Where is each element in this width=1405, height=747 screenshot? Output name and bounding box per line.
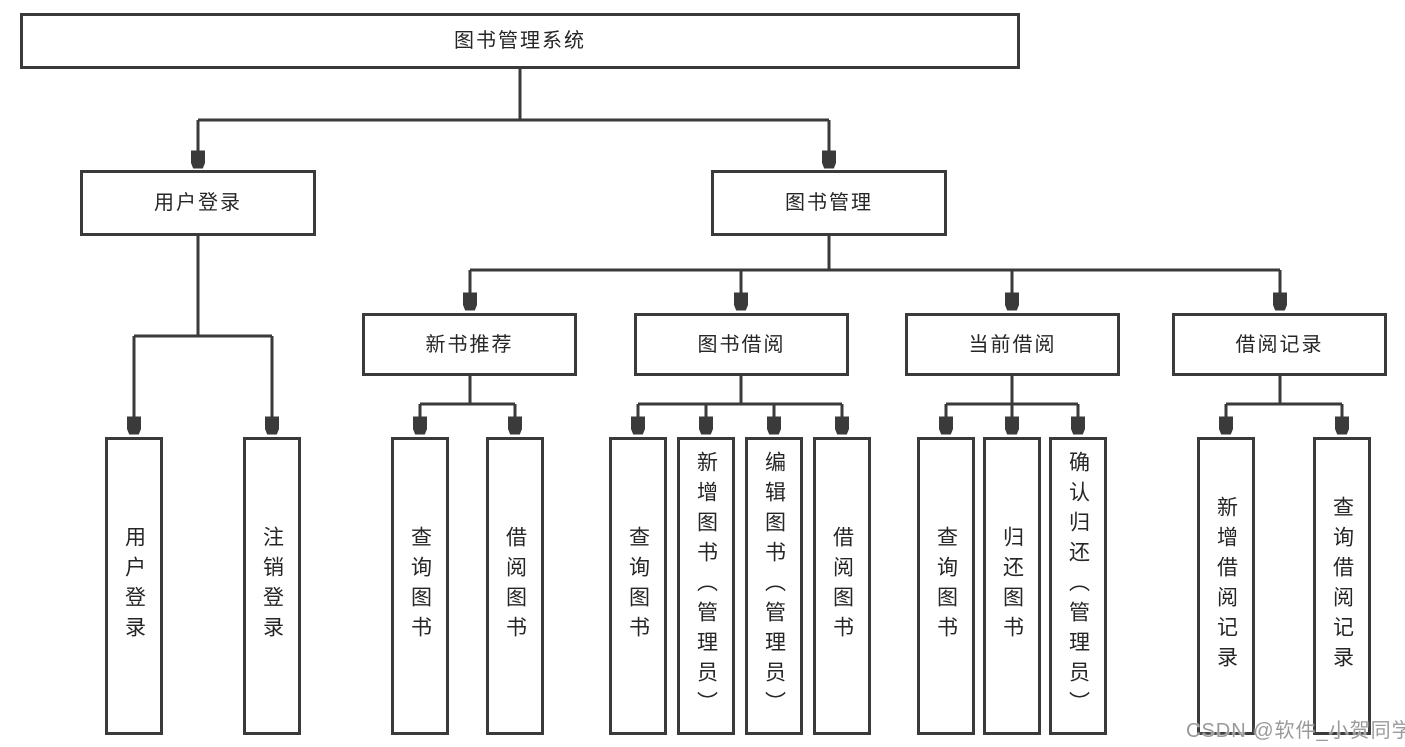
leaf-query-books-current: 查询图书 bbox=[917, 437, 975, 735]
connector-borrowing-records-children bbox=[1226, 376, 1342, 432]
leaf-label: 确认归还（管理员） bbox=[1066, 451, 1090, 721]
node-label: 当前借阅 bbox=[968, 333, 1057, 356]
node-current-borrowing: 当前借阅 bbox=[905, 313, 1120, 376]
leaf-label: 编辑图书（管理员） bbox=[762, 451, 786, 721]
leaf-label: 借阅图书 bbox=[830, 526, 854, 646]
leaf-query-books-newbook: 查询图书 bbox=[391, 437, 449, 735]
leaf-user-login: 用户登录 bbox=[105, 437, 163, 735]
leaf-query-books-borrowing: 查询图书 bbox=[609, 437, 667, 735]
connector-current-borrowing-children bbox=[946, 376, 1078, 432]
connector-new-book-children bbox=[420, 376, 515, 432]
leaf-label: 查询图书 bbox=[626, 526, 650, 646]
connector-user-login-children bbox=[134, 236, 272, 432]
leaf-add-book-admin: 新增图书（管理员） bbox=[677, 437, 735, 735]
leaf-label: 归还图书 bbox=[1000, 526, 1024, 646]
leaf-label: 查询图书 bbox=[934, 526, 958, 646]
node-new-book-recommend: 新书推荐 bbox=[362, 313, 577, 376]
leaf-confirm-return-admin: 确认归还（管理员） bbox=[1049, 437, 1107, 735]
leaf-label: 注销登录 bbox=[260, 526, 284, 646]
leaf-borrow-books-borrowing: 借阅图书 bbox=[813, 437, 871, 735]
leaf-label: 借阅图书 bbox=[503, 526, 527, 646]
leaf-label: 查询借阅记录 bbox=[1330, 496, 1354, 676]
node-library-management-system: 图书管理系统 bbox=[20, 13, 1020, 69]
leaf-label: 新增借阅记录 bbox=[1214, 496, 1238, 676]
leaf-borrow-books-newbook: 借阅图书 bbox=[486, 437, 544, 735]
leaf-label: 新增图书（管理员） bbox=[694, 451, 718, 721]
node-label: 新书推荐 bbox=[425, 333, 514, 356]
node-borrowing-records: 借阅记录 bbox=[1172, 313, 1387, 376]
leaf-label: 查询图书 bbox=[408, 526, 432, 646]
node-label: 用户登录 bbox=[154, 192, 242, 214]
node-label: 图书管理 bbox=[785, 192, 873, 214]
connector-root-to-level2 bbox=[198, 69, 829, 166]
leaf-return-books: 归还图书 bbox=[983, 437, 1041, 735]
leaf-add-borrow-record: 新增借阅记录 bbox=[1197, 437, 1255, 735]
leaf-edit-book-admin: 编辑图书（管理员） bbox=[745, 437, 803, 735]
node-label: 图书管理系统 bbox=[454, 30, 586, 52]
node-book-management: 图书管理 bbox=[711, 170, 947, 236]
node-book-borrowing: 图书借阅 bbox=[634, 313, 849, 376]
leaf-query-borrow-record: 查询借阅记录 bbox=[1313, 437, 1371, 735]
node-label: 借阅记录 bbox=[1235, 333, 1324, 356]
connector-book-management-children bbox=[470, 236, 1280, 308]
node-user-login: 用户登录 bbox=[80, 170, 316, 236]
watermark: CSDN @软件_小贺同学 bbox=[1186, 720, 1405, 742]
node-label: 图书借阅 bbox=[697, 333, 786, 356]
leaf-logout-login: 注销登录 bbox=[243, 437, 301, 735]
connector-book-borrowing-children bbox=[638, 376, 842, 432]
leaf-label: 用户登录 bbox=[122, 526, 146, 646]
